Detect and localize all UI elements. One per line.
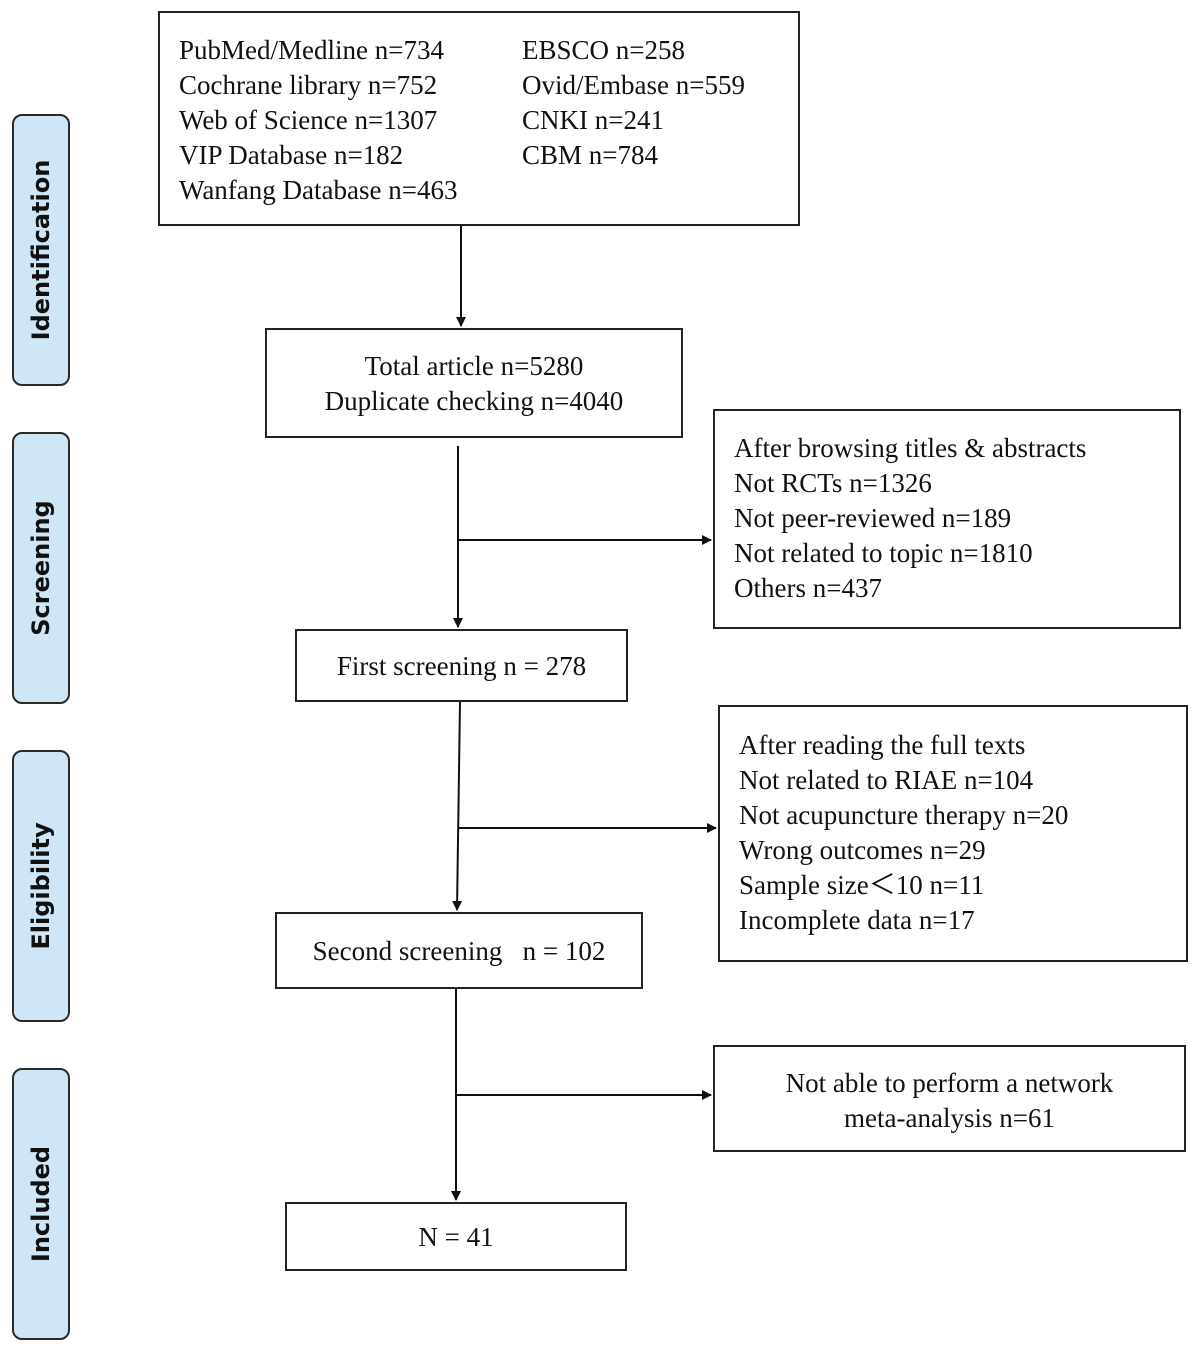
database-item: VIP Database n=182	[179, 140, 404, 170]
exclusion-item: Not acupuncture therapy n=20	[739, 800, 1069, 830]
exclusion-item: Incomplete data n=17	[739, 905, 975, 935]
stage-eligibility: Eligibility	[12, 750, 70, 1022]
exclusion-item: Not related to RIAE n=104	[739, 765, 1034, 795]
database-item: Web of Science n=1307	[179, 105, 438, 135]
exclusion-item: Sample size＜10 n=11	[739, 870, 985, 900]
database-item: Cochrane library n=752	[179, 70, 438, 100]
exclusion-full-texts-box: After reading the full texts Not related…	[718, 705, 1188, 962]
exclusion-item: meta-analysis n=61	[844, 1103, 1055, 1133]
database-item: CNKI n=241	[522, 105, 664, 135]
exclusion-item: Others n=437	[734, 573, 882, 603]
database-item: CBM n=784	[522, 140, 659, 170]
stage-included: Included	[12, 1068, 70, 1340]
exclusion-item: Not peer-reviewed n=189	[734, 503, 1012, 533]
total-article-count: Total article n=5280	[364, 351, 584, 381]
exclusion-heading: After browsing titles & abstracts	[734, 433, 1087, 463]
exclusion-network-meta-box: Not able to perform a network meta-analy…	[713, 1045, 1186, 1152]
exclusion-item: Not RCTs n=1326	[734, 468, 932, 498]
database-item: EBSCO n=258	[522, 35, 686, 65]
first-screening-count: First screening n = 278	[336, 651, 587, 681]
database-list-right: EBSCO n=258 Ovid/Embase n=559 CNKI n=241…	[522, 33, 745, 173]
included-box: N = 41	[285, 1202, 627, 1271]
arrow-first-to-second-screening	[452, 701, 463, 911]
exclusion-item: Not able to perform a network	[785, 1068, 1114, 1098]
exclusion-titles-abstracts-box: After browsing titles & abstracts Not RC…	[713, 409, 1181, 629]
exclusion-heading: After reading the full texts	[739, 730, 1026, 760]
database-item: PubMed/Medline n=734	[179, 35, 444, 65]
first-screening-box: First screening n = 278	[295, 629, 628, 702]
total-articles-box: Total article n=5280 Duplicate checking …	[265, 328, 683, 438]
database-item: Ovid/Embase n=559	[522, 70, 745, 100]
database-list-left: PubMed/Medline n=734 Cochrane library n=…	[179, 33, 457, 208]
second-screening-count: Second screening n = 102	[312, 936, 606, 966]
duplicate-checking-count: Duplicate checking n=4040	[324, 386, 624, 416]
included-count: N = 41	[418, 1222, 494, 1252]
database-item: Wanfang Database n=463	[179, 175, 458, 205]
second-screening-box: Second screening n = 102	[275, 912, 643, 989]
exclusion-item: Not related to topic n=1810	[734, 538, 1033, 568]
stage-screening: Screening	[12, 432, 70, 704]
exclusion-item: Wrong outcomes n=29	[739, 835, 986, 865]
database-sources-box: PubMed/Medline n=734 Cochrane library n=…	[158, 11, 800, 226]
stage-identification: Identification	[12, 114, 70, 386]
